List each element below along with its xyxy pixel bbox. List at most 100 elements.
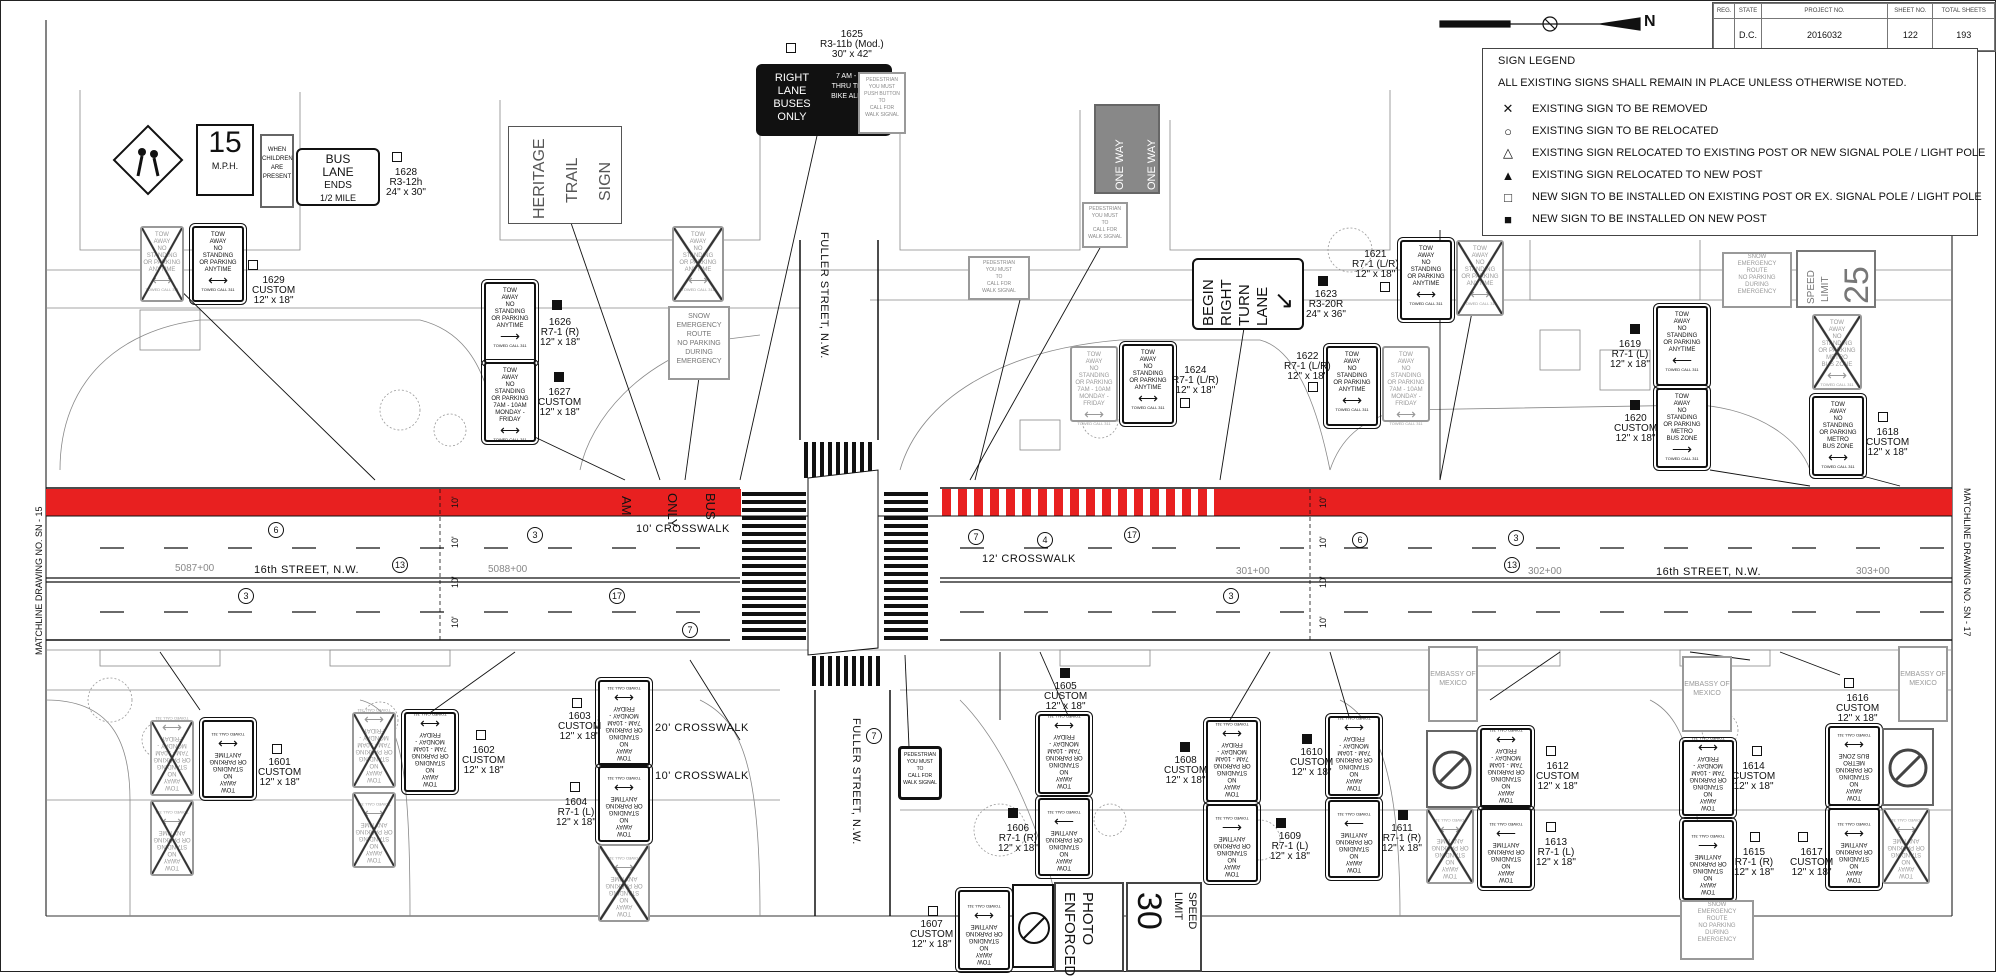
sign-text: SPEED xyxy=(1186,892,1198,930)
sign-text: STANDING xyxy=(1216,769,1248,775)
arrow-icon: ⟷ xyxy=(207,272,229,288)
sign-text: PEDESTRIAN xyxy=(983,260,1015,266)
sign-text: WALK SIGNAL xyxy=(865,112,899,118)
sign-text: BUS ZONE xyxy=(1666,436,1698,442)
new-sign-new-post-marker xyxy=(1180,742,1190,752)
sign-text: ARE PRESENT xyxy=(262,165,292,180)
sign-text: SNOW xyxy=(688,313,710,320)
sign-text: MONDAY - FRIDAY xyxy=(1693,755,1723,768)
no-parking-icon xyxy=(1432,750,1472,790)
sign-text: MONDAY - FRIDAY xyxy=(415,731,445,744)
crosswalk-bar xyxy=(742,612,806,616)
sign-text: AWAY xyxy=(1139,357,1157,363)
sign-text: TOWED CALL 311 xyxy=(1837,733,1871,738)
sign-text: EMERGENCY xyxy=(676,358,722,365)
sign-text: TRAIL xyxy=(564,157,581,203)
crosswalk-bar xyxy=(884,556,928,560)
square-filled-icon: ■ xyxy=(1504,211,1512,227)
sign-text: STANDING xyxy=(1216,849,1248,855)
sign-text: TO xyxy=(916,766,924,772)
bus-lane-dash xyxy=(958,489,967,516)
sign-text: 7AM - 10AM xyxy=(1691,769,1725,775)
station-label: 301+00 xyxy=(1236,566,1270,577)
crosswalk-bar xyxy=(876,656,880,686)
sign-text: NO xyxy=(505,302,515,308)
sign-text: OR PARKING xyxy=(491,396,529,402)
triangle-outline-icon: △ xyxy=(1503,145,1513,160)
sign-text: AWAY xyxy=(421,773,439,779)
sign-text: AWAY xyxy=(209,239,227,245)
sign-text: AWAY xyxy=(1845,787,1863,793)
arrow-icon: ⟷ xyxy=(1137,390,1159,406)
sign-text: OR PARKING xyxy=(199,260,237,266)
new-sign-existing-post-marker xyxy=(392,152,402,162)
title-value-reg xyxy=(1712,18,1736,51)
arrow-icon: ⟷ xyxy=(419,716,441,732)
crosswalk-bar xyxy=(884,620,928,624)
sign-text: TOWED CALL 311 xyxy=(1337,716,1371,721)
sign-text: PUSH BUTTON xyxy=(864,91,900,97)
crosswalk-bar xyxy=(742,524,806,528)
new-sign-new-post-marker xyxy=(1302,734,1312,744)
bus-lane-dashed-red xyxy=(942,489,1223,516)
title-value-sheet: 122 xyxy=(1887,18,1934,51)
sign-text: TOW xyxy=(1057,864,1071,870)
bus-lane-dash xyxy=(1198,489,1207,516)
new-sign-existing-post-marker xyxy=(272,744,282,754)
crosswalk-bar xyxy=(742,508,806,512)
sign-text: TOW xyxy=(617,754,631,760)
remove-x-icon xyxy=(1814,316,1860,388)
sign-text: TOWED CALL 311 xyxy=(1691,834,1725,839)
sign-text: STANDING xyxy=(608,809,640,815)
crosswalk-bar xyxy=(884,532,928,536)
arrow-icon: ⟷ xyxy=(1843,826,1865,842)
bus-lane-right xyxy=(1220,489,1952,516)
sign-text: ENFORCED xyxy=(1061,892,1078,976)
sign-text: 15 xyxy=(208,126,242,159)
crosswalk-bar xyxy=(884,628,928,632)
sign-text: PEDESTRIAN xyxy=(1089,206,1121,212)
sign-text: 7 AM - 10 AM xyxy=(835,73,879,80)
sign-text: TOWED CALL 311 xyxy=(493,437,527,442)
sign-text: STANDING xyxy=(1490,775,1522,781)
sign-text: DURING xyxy=(685,349,713,356)
sign-text: TOWED CALL 311 xyxy=(1047,810,1081,815)
sign-text: OR PARKING xyxy=(1213,762,1251,768)
remove-x-icon xyxy=(354,794,394,866)
crosswalk-bar xyxy=(742,564,806,568)
remove-x-icon xyxy=(1884,810,1928,882)
sign-text: TOW xyxy=(503,368,517,374)
legend-item: △ EXISTING SIGN RELOCATED TO EXISTING PO… xyxy=(1498,145,1985,161)
lane-width-label: 10' xyxy=(1318,536,1328,548)
arrow-icon: ⟷ xyxy=(217,736,239,752)
sign-text: STANDING xyxy=(1410,267,1442,273)
bus-lane-dash xyxy=(1102,489,1111,516)
sign-text: 7AM - 10AM xyxy=(1489,761,1523,767)
sign-text: STANDING xyxy=(1490,855,1522,861)
sign-text: TOWED CALL 311 xyxy=(1077,421,1111,426)
sign-text: HERITAGE xyxy=(531,138,548,219)
sign-text: STANDING xyxy=(1692,867,1724,873)
crosswalk-bar xyxy=(844,656,848,686)
sign-text: OR PARKING xyxy=(1689,860,1727,866)
sign-text: ENDS xyxy=(324,180,352,191)
sign-text: NO xyxy=(425,766,435,772)
sign-text: TOWED CALL 311 xyxy=(413,712,447,717)
crosswalk-bar xyxy=(742,596,806,600)
lane-width-label: 10' xyxy=(450,496,460,508)
crosswalk-bar xyxy=(742,636,806,640)
crosswalk-label: 10' CROSSWALK xyxy=(636,523,730,535)
legend-item: ▲ EXISTING SIGN RELOCATED TO NEW POST xyxy=(1498,167,1763,183)
remove-x-icon xyxy=(600,846,648,920)
sign-text: TOWED CALL 311 xyxy=(1665,367,1699,372)
sign-text: NO PARKING xyxy=(1738,275,1776,281)
sign-text: METRO xyxy=(1843,759,1865,765)
